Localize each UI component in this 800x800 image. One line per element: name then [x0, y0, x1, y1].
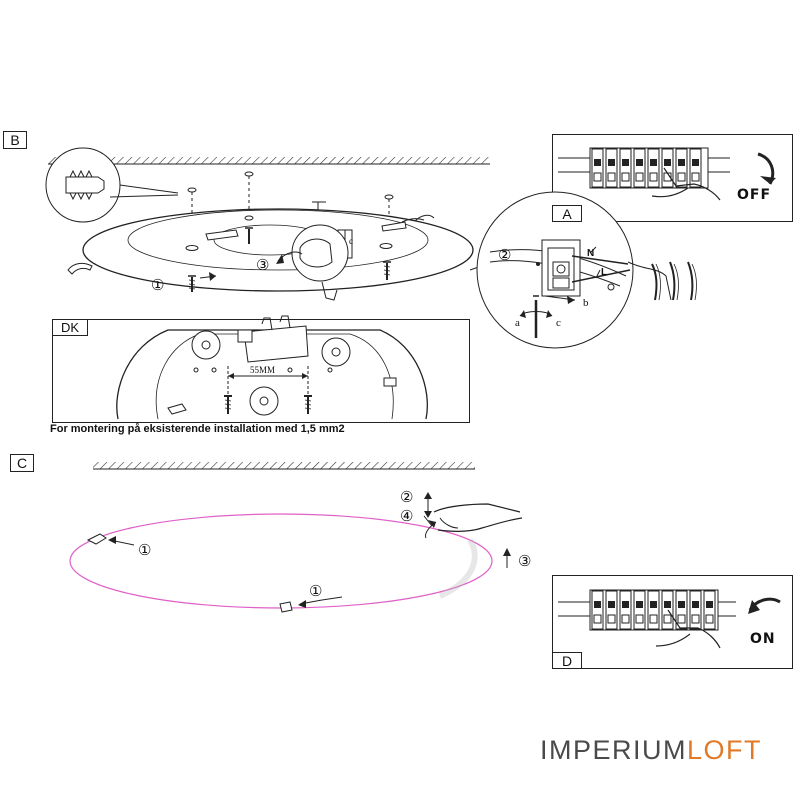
base-plate	[82, 208, 474, 292]
step-2-label-b: ②	[498, 248, 511, 264]
breaker-terminal	[691, 614, 700, 624]
breaker-module	[591, 148, 604, 188]
panel-d-drawing	[558, 589, 781, 649]
breaker-module	[619, 148, 632, 188]
panel-a-frame	[552, 134, 793, 222]
wire-label-a: a	[515, 317, 520, 329]
brand-logo: IMPERIUMLOFT	[540, 735, 762, 766]
step-1-label-c-bottom: ①	[309, 584, 322, 600]
breaker-module	[675, 148, 688, 188]
dk-installation-caption: For montering på eksisterende installati…	[50, 423, 345, 435]
breaker-terminal	[607, 172, 616, 182]
step-1-label-b: ①	[151, 278, 164, 294]
section-label-dk: DK	[52, 319, 88, 336]
breaker-terminal	[649, 614, 658, 624]
screw-2-b	[383, 261, 391, 280]
screw-1-b	[188, 272, 217, 292]
breaker-toggle	[664, 601, 671, 608]
breaker-module	[689, 148, 702, 188]
section-label-a: A	[552, 205, 582, 222]
breaker-module	[689, 590, 702, 630]
wire-label-l: L	[601, 267, 607, 278]
section-c-drawing	[69, 462, 523, 613]
breaker-module	[647, 590, 660, 630]
breaker-toggle	[650, 159, 657, 166]
wire-label-c: c	[556, 317, 561, 329]
breaker-terminal	[593, 614, 602, 624]
breaker-module	[675, 590, 688, 630]
breaker-toggle	[664, 159, 671, 166]
breaker-toggle	[650, 601, 657, 608]
breaker-terminal	[635, 172, 644, 182]
panel-dk-drawing	[116, 315, 428, 420]
breaker-terminal	[607, 614, 616, 624]
section-label-d: D	[552, 652, 582, 669]
breaker-toggle	[636, 601, 643, 608]
step-2-label-c: ②	[400, 490, 413, 506]
brand-part-2: LOFT	[687, 735, 763, 765]
breaker-module	[661, 148, 674, 188]
breaker-toggle	[692, 159, 699, 166]
wiring-detail	[469, 191, 634, 349]
clip-left	[67, 262, 93, 275]
breaker-module	[633, 590, 646, 630]
breaker-terminal	[635, 614, 644, 624]
wire-label-n: N	[587, 248, 594, 259]
dimension-label: 55MM	[250, 365, 275, 375]
svg-text:c: c	[349, 236, 353, 246]
panel-d-frame	[552, 575, 793, 669]
breaker-module	[661, 590, 674, 630]
breaker-terminal	[621, 614, 630, 624]
switch-on-label: ON	[750, 631, 776, 647]
section-label-b: B	[3, 131, 27, 149]
panel-a-drawing	[558, 147, 776, 201]
breaker-terminal	[677, 614, 686, 624]
brand-part-1: IMPERIUM	[540, 735, 687, 765]
section-b-drawing: c	[45, 147, 697, 349]
breaker-module	[605, 148, 618, 188]
step-3-label-b: ③	[256, 258, 269, 274]
breaker-terminal	[677, 172, 686, 182]
breaker-terminal	[663, 614, 672, 624]
breaker-terminal	[705, 614, 714, 624]
step-4-label-c: ④	[400, 509, 413, 525]
breaker-toggle	[706, 601, 713, 608]
breaker-module	[633, 148, 646, 188]
breaker-toggle	[608, 159, 615, 166]
breaker-toggle	[608, 601, 615, 608]
panel-dk-frame	[52, 319, 470, 423]
breaker-toggle	[692, 601, 699, 608]
breaker-toggle	[622, 159, 629, 166]
breaker-terminal	[649, 172, 658, 182]
step-1-label-c-left: ①	[138, 543, 151, 559]
breaker-toggle	[678, 159, 685, 166]
breaker-toggle	[594, 159, 601, 166]
breaker-toggle	[678, 601, 685, 608]
ceiling-hatch-c	[93, 462, 475, 469]
breaker-toggle	[594, 601, 601, 608]
breaker-terminal	[593, 172, 602, 182]
breaker-toggle	[636, 159, 643, 166]
breaker-terminal	[691, 172, 700, 182]
ceiling-hatch-b	[48, 157, 490, 164]
breaker-module	[647, 148, 660, 188]
breaker-module	[703, 590, 716, 630]
section-label-c: C	[10, 454, 34, 472]
screw-3-b	[245, 227, 253, 244]
breaker-module	[605, 590, 618, 630]
switch-off-label: OFF	[737, 187, 772, 203]
wire-label-b: b	[583, 297, 589, 309]
breaker-terminal	[621, 172, 630, 182]
breaker-toggle	[622, 601, 629, 608]
wall-plug-detail	[45, 147, 179, 223]
step-3-label-c: ③	[518, 554, 531, 570]
breaker-module	[619, 590, 632, 630]
breaker-module	[591, 590, 604, 630]
